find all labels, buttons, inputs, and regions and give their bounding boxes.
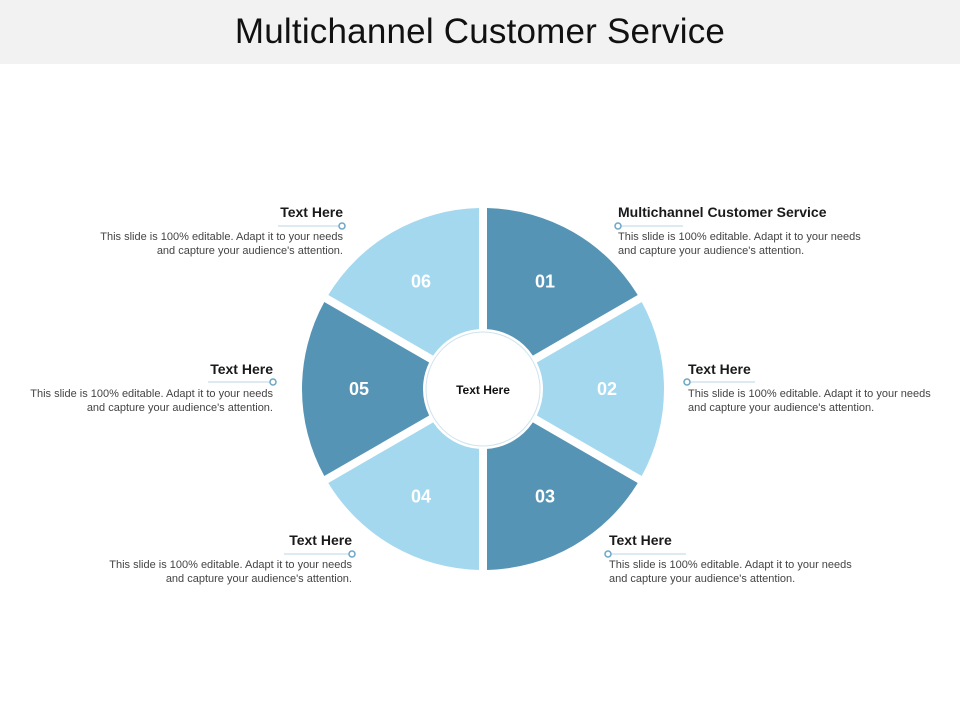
segment-06 [328,208,480,356]
connector-dot [338,222,346,230]
callout-body: This slide is 100% editable. Adapt it to… [688,388,931,414]
callout-body: This slide is 100% editable. Adapt it to… [100,231,343,257]
segment-03 [486,422,638,570]
segment-number: 04 [411,486,431,506]
center-label: Text Here [456,383,510,397]
page-title: Multichannel Customer Service [234,12,726,51]
segment-01 [486,208,638,356]
callout-body: This slide is 100% editable. Adapt it to… [109,559,352,585]
connector-dot [604,550,612,558]
callout-06: Text Here This slide is 100% editable. A… [83,203,343,258]
segment-number: 02 [597,379,617,399]
center-circle [430,336,536,442]
connectors-layer [208,222,755,558]
callout-body: This slide is 100% editable. Adapt it to… [30,388,273,414]
callout-heading: Text Here [688,361,751,377]
callout-03: Text Here This slide is 100% editable. A… [609,531,869,586]
segment-number: 03 [535,486,555,506]
connector-dot [348,550,356,558]
segment-number: 01 [535,272,555,292]
callout-body: This slide is 100% editable. Adapt it to… [609,559,852,585]
callout-04: Text Here This slide is 100% editable. A… [92,531,352,586]
callout-heading: Text Here [210,361,273,377]
center-ring [425,331,541,447]
segments-layer: 01 02 03 04 05 06 [302,208,664,570]
callout-01: Multichannel Customer Service This slide… [618,203,878,258]
connector-dot [683,378,691,386]
segment-number: 06 [411,272,431,292]
connector-dot [614,222,622,230]
callout-02: Text Here This slide is 100% editable. A… [688,360,948,415]
callout-heading: Text Here [289,532,352,548]
segment-04 [328,422,480,570]
segment-02 [536,301,664,477]
callout-05: Text Here This slide is 100% editable. A… [13,360,273,415]
title-bar: Multichannel Customer Service [0,0,960,64]
callout-body: This slide is 100% editable. Adapt it to… [618,231,861,257]
segment-number: 05 [349,379,369,399]
segment-05 [302,301,430,477]
callout-heading: Text Here [280,204,343,220]
callout-heading: Text Here [609,532,672,548]
connector-dot [269,378,277,386]
callout-heading: Multichannel Customer Service [618,204,827,220]
